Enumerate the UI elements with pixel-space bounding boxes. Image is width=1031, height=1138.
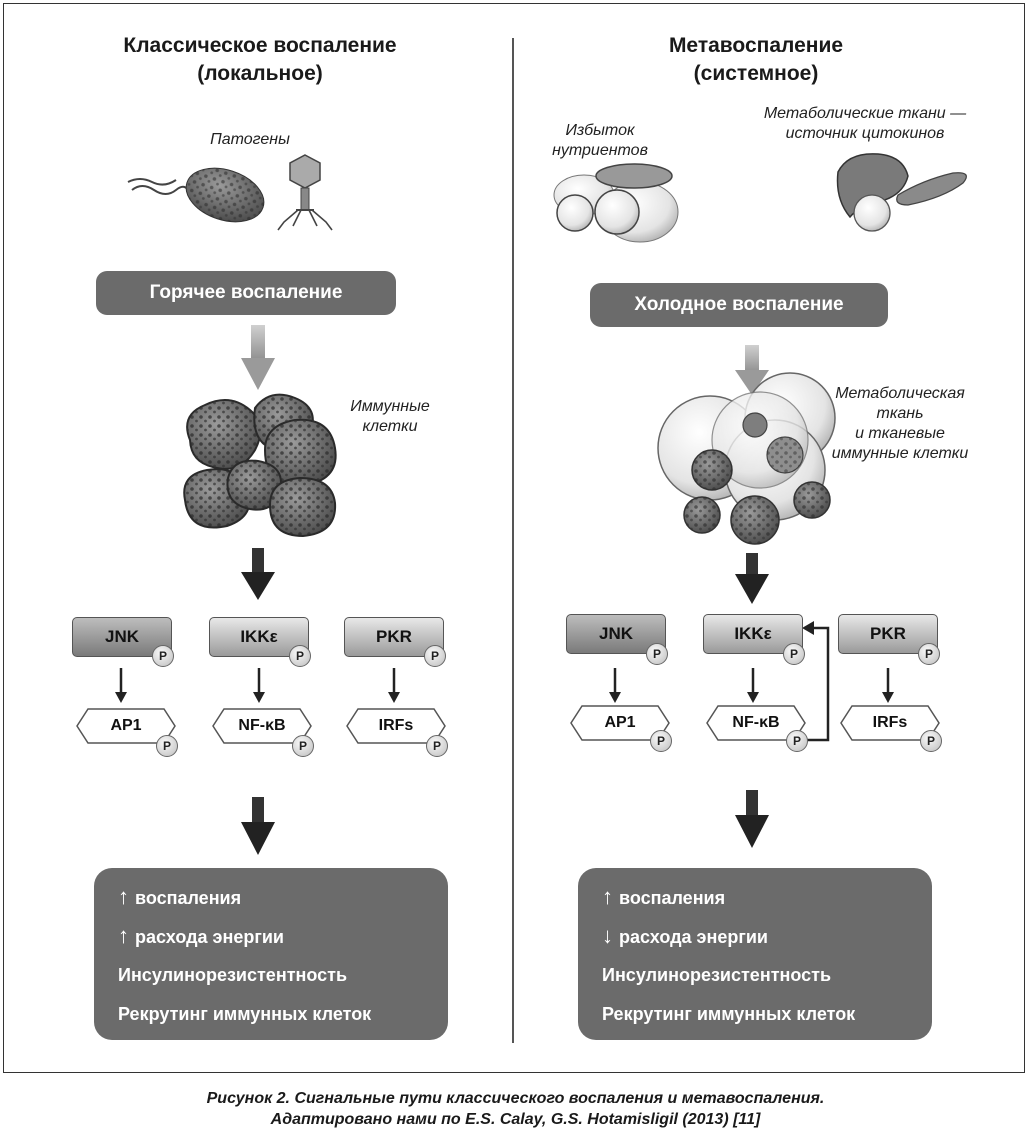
immune-cells-label: Иммунные клетки <box>335 397 445 437</box>
nutrients-label: Избыток нутриентов <box>530 121 670 161</box>
left-title-line1: Классическое воспаление <box>123 34 397 57</box>
right-factor-nfkb: NF-κB <box>706 705 806 741</box>
caption-line1: Рисунок 2. Сигнальные пути классического… <box>206 1090 825 1107</box>
outcome-text: воспаления <box>135 888 242 908</box>
outcome-row: Рекрутинг иммунных клеток <box>602 999 908 1038</box>
right-kinase-jnk: JNK <box>566 614 666 654</box>
left-title: Классическое воспаление (локальное) <box>60 32 460 88</box>
outcome-row: ↑ расхода энергии <box>118 921 424 960</box>
left-factor-nfkb-label: NF-κB <box>238 717 286 734</box>
right-small-arrows <box>609 668 894 703</box>
metabolic-tissue-label-line1: Метаболическая <box>835 385 965 402</box>
right-arrow-3 <box>735 790 769 848</box>
phospho-icon: P <box>292 735 314 757</box>
left-arrow-1 <box>241 325 275 390</box>
right-title: Метавоспаление (системное) <box>556 32 956 88</box>
pathogens-label: Патогены <box>210 131 290 148</box>
left-factor-irfs-label: IRFs <box>378 717 414 734</box>
nutrients-label-line2: нутриентов <box>552 142 648 159</box>
left-factor-irfs: IRFs <box>346 708 446 744</box>
metabolic-tissue-label-line4: иммунные клетки <box>831 445 969 462</box>
left-title-line2: (локальное) <box>197 62 323 85</box>
feedback-loop-arrow <box>803 626 830 742</box>
left-small-arrows <box>115 668 400 703</box>
phospho-icon: P <box>152 645 174 667</box>
right-arrow-2 <box>735 553 769 604</box>
immune-cells-label-line2: клетки <box>362 418 418 435</box>
left-kinase-jnk: JNK <box>72 617 172 657</box>
phospho-icon: P <box>156 735 178 757</box>
right-arrow-1 <box>735 345 769 395</box>
phospho-icon: P <box>424 645 446 667</box>
immune-cells-label-line1: Иммунные <box>350 398 430 415</box>
outcome-row: ↓ расхода энергии <box>602 921 908 960</box>
up-arrow-icon: ↑ <box>118 884 129 909</box>
nutrients-icon <box>553 163 679 243</box>
right-title-line2: (системное) <box>693 62 819 85</box>
outcome-text: Рекрутинг иммунных клеток <box>118 1004 372 1024</box>
right-factor-irfs-label: IRFs <box>872 714 908 731</box>
adipose-tissue-cluster <box>657 372 836 545</box>
tissues-label: Метаболические ткани — источник цитокино… <box>735 104 995 144</box>
up-arrow-icon: ↑ <box>118 923 129 948</box>
left-arrow-3 <box>241 797 275 855</box>
figure-frame <box>3 3 1025 1073</box>
down-arrow-icon: ↓ <box>602 923 613 948</box>
feedback-arrowhead <box>802 621 814 635</box>
right-outcomes-box: ↑ воспаления ↓ расхода энергии Инсулинорез… <box>578 868 932 1040</box>
immune-cells-cluster <box>183 393 337 538</box>
bacteriophage-icon <box>277 154 333 231</box>
outcome-text: воспаления <box>619 888 726 908</box>
outcome-row: ↑ воспаления <box>602 882 908 921</box>
phospho-icon: P <box>920 730 942 752</box>
metabolic-tissue-label: Метаболическая ткань и тканевые иммунные… <box>810 384 990 464</box>
outcome-text: Рекрутинг иммунных клеток <box>602 1004 856 1024</box>
outcome-row: Инсулинорезистентность <box>602 960 908 999</box>
cold-inflammation-badge: Холодное воспаление <box>590 283 888 327</box>
left-arrow-2 <box>241 548 275 600</box>
left-outcomes-box: ↑ воспаления ↑ расхода энергии Инсулинорез… <box>94 868 448 1040</box>
metabolic-tissues-icon <box>836 153 967 232</box>
tissues-label-line2: источник цитокинов <box>785 125 945 142</box>
right-factor-nfkb-label: NF-κB <box>732 714 780 731</box>
outcome-row: Рекрутинг иммунных клеток <box>118 999 424 1038</box>
phospho-icon: P <box>783 643 805 665</box>
metabolic-tissue-label-line2: ткань <box>876 405 924 422</box>
left-kinase-ikke: IKKε <box>209 617 309 657</box>
outcome-row: ↑ воспаления <box>118 882 424 921</box>
outcome-text: расхода энергии <box>135 927 284 947</box>
nutrients-label-line1: Избыток <box>565 122 635 139</box>
hot-inflammation-badge: Горячее воспаление <box>96 271 396 315</box>
phospho-icon: P <box>918 643 940 665</box>
left-factor-ap1-label: AP1 <box>110 717 142 734</box>
outcome-text: Инсулинорезистентность <box>602 965 832 985</box>
outcome-text: расхода энергии <box>619 927 768 947</box>
right-factor-ap1: AP1 <box>570 705 670 741</box>
left-kinase-pkr: PKR <box>344 617 444 657</box>
bacterium-icon <box>127 167 265 223</box>
up-arrow-icon: ↑ <box>602 884 613 909</box>
figure-caption: Рисунок 2. Сигнальные пути классического… <box>0 1088 1031 1130</box>
phospho-icon: P <box>426 735 448 757</box>
phospho-icon: P <box>650 730 672 752</box>
caption-line2: Адаптировано нами по E.S. Calay, G.S. Ho… <box>270 1111 761 1128</box>
tissues-label-line1: Метаболические ткани — <box>763 105 967 122</box>
right-title-line1: Метавоспаление <box>668 34 844 57</box>
outcome-text: Инсулинорезистентность <box>118 965 348 985</box>
outcome-row: Инсулинорезистентность <box>118 960 424 999</box>
panel-divider <box>512 38 514 1043</box>
phospho-icon: P <box>289 645 311 667</box>
phospho-icon: P <box>646 643 668 665</box>
right-factor-ap1-label: AP1 <box>604 714 636 731</box>
metabolic-tissue-label-line3: и тканевые <box>855 425 945 442</box>
phospho-icon: P <box>786 730 808 752</box>
